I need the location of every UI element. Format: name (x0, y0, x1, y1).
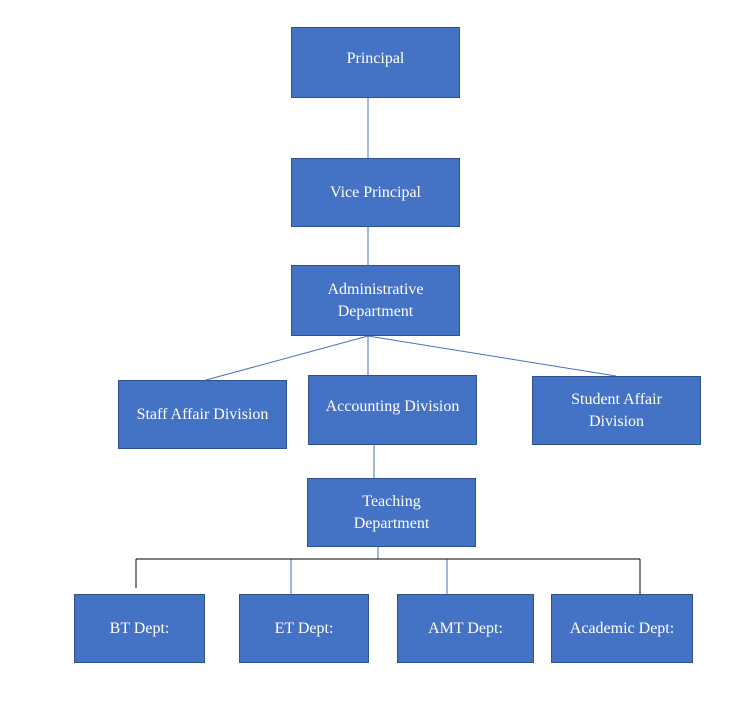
accounting-division-box: Accounting Division (308, 375, 477, 445)
link-admin-staff (205, 335, 369, 381)
student-affair-division-box: Student Affair Division (532, 376, 701, 445)
academic-dept-box: Academic Dept: (551, 594, 693, 663)
bt-dept-box: BT Dept: (74, 594, 205, 663)
staff-affair-division-box: Staff Affair Division (118, 380, 287, 449)
vice-principal-box: Vice Principal (291, 158, 460, 227)
amt-dept-box: AMT Dept: (397, 594, 534, 663)
administrative-department-box: Administrative Department (291, 265, 460, 336)
teaching-department-box: Teaching Department (307, 478, 476, 547)
et-dept-box: ET Dept: (239, 594, 369, 663)
principal-box: Principal (291, 27, 460, 98)
link-admin-student (367, 335, 617, 377)
